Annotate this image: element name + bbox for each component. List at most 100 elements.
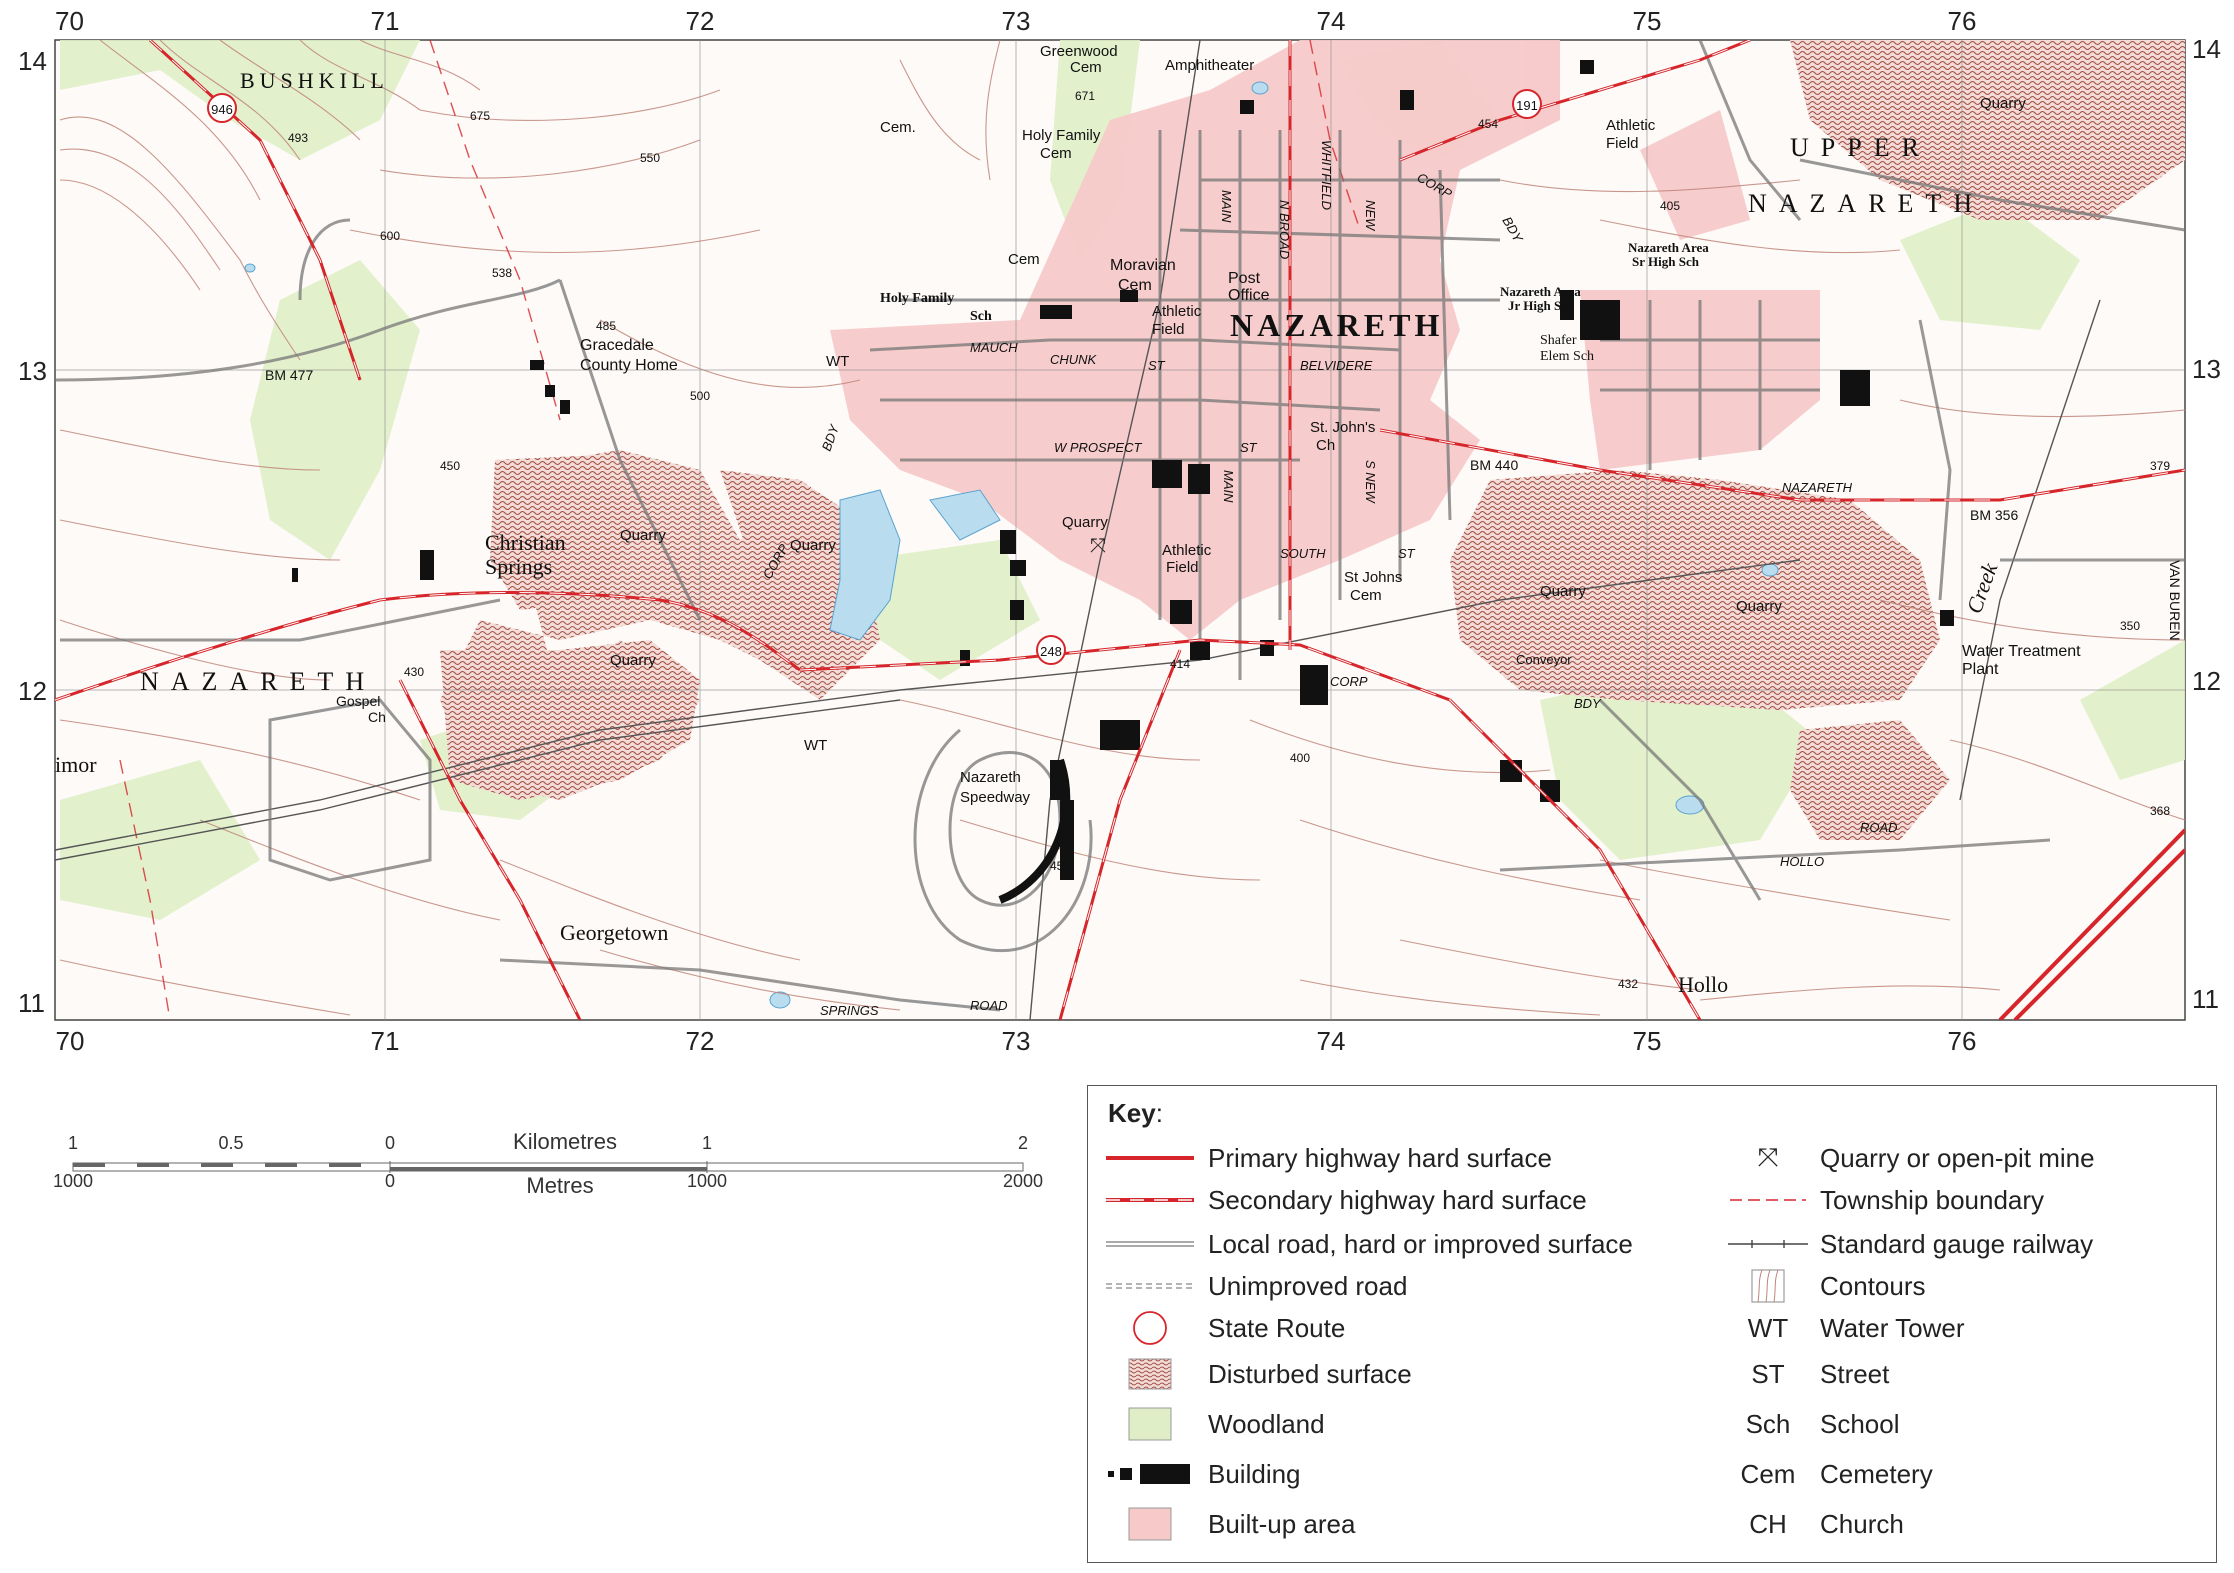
state-route-946: 946 [207, 93, 237, 123]
disturbed-surface-areas [440, 40, 2185, 840]
label-nazareth-upper: NAZARETH [1748, 189, 1984, 218]
scale-km-2: 2 [1017, 1133, 1029, 1153]
building-symbol [1104, 1454, 1196, 1494]
street-springs: SPRINGS [820, 1003, 879, 1018]
grid-lines [55, 40, 2185, 1020]
key-row-primary-highway: Primary highway hard surface [1104, 1138, 1552, 1178]
svg-text:72: 72 [686, 6, 715, 36]
map-key: Key: Primary highway hard surface Second… [1087, 1085, 2217, 1563]
local-roads [55, 40, 2185, 1012]
svg-text:70: 70 [55, 6, 84, 36]
label-quarry: Quarry [1062, 514, 1108, 531]
label-gracedale: Gracedale [580, 337, 654, 354]
primary-highway-symbol [1104, 1138, 1196, 1178]
svg-text:74: 74 [1317, 1026, 1346, 1056]
highways [55, 40, 2185, 1020]
label-athletic-1: Athletic [1152, 303, 1202, 320]
key-row-local-road: Local road, hard or improved surface [1104, 1224, 1633, 1264]
label-upper: UPPER [1790, 133, 1931, 162]
label-quarry: Quarry [620, 527, 666, 544]
street-chunk: CHUNK [1050, 352, 1098, 367]
svg-text:13: 13 [18, 356, 47, 386]
key-row-church: CH Church [1749, 1508, 1904, 1539]
state-route-248: 248 [1036, 635, 1066, 665]
label-bm-477: BM 477 [265, 367, 313, 383]
label-nazareth-town: NAZARETH [1230, 307, 1443, 343]
svg-text:550: 550 [640, 151, 660, 165]
key-row-unimproved-road: Unimproved road [1104, 1266, 1407, 1306]
township-boundary-symbol [1728, 1180, 1808, 1220]
svg-text:191: 191 [1516, 98, 1538, 113]
quarry-icon: ⤧ [1757, 1142, 1779, 1172]
svg-text:450: 450 [440, 459, 460, 473]
street-main: MAIN [1219, 190, 1234, 223]
speedway-track [998, 758, 1071, 904]
svg-text:75: 75 [1633, 1026, 1662, 1056]
label-quarry: Quarry [1540, 583, 1586, 600]
label-gospel: Gospel [336, 693, 380, 709]
scale-km-0: 0 [384, 1133, 396, 1153]
svg-text:600: 600 [380, 229, 400, 243]
key-title: Key: [1108, 1098, 1163, 1128]
state-route-symbol [1104, 1308, 1196, 1348]
street-whitfield: WHITFIELD [1319, 140, 1334, 210]
svg-text:485: 485 [596, 319, 616, 333]
key-row-secondary-highway: Secondary highway hard surface [1104, 1180, 1587, 1220]
svg-text:248: 248 [1040, 644, 1062, 659]
disturbed-surface-symbol [1104, 1354, 1196, 1394]
svg-text:538: 538 [492, 266, 512, 280]
street-main-south: MAIN [1221, 470, 1236, 503]
svg-text:75: 75 [1633, 6, 1662, 36]
street-south-st: ST [1398, 546, 1416, 561]
elevation-labels: 675 600 550 538 485 500 493 450 430 400 … [288, 89, 2170, 991]
topographic-map[interactable]: 946 191 248 ⤧ NAZARETH BUSHKILL UPPER NA… [0, 0, 2234, 1060]
state-route-markers: 946 191 248 [207, 89, 1542, 665]
street-s-new: S NEW [1363, 460, 1378, 504]
buildings [292, 60, 1954, 880]
label-jr-high-2: Jr High Sch [1508, 298, 1575, 313]
grid-numbers-left: 14 13 12 11 [18, 46, 47, 1018]
scale-m-1000-right: 1000 [686, 1171, 728, 1191]
svg-text:405: 405 [1660, 199, 1680, 213]
built-up-area-symbol [1104, 1504, 1196, 1544]
key-row-street: ST Street [1751, 1358, 1890, 1389]
label-holy-family-cem-2: Cem [1040, 145, 1072, 162]
label-athletic-2: Athletic [1162, 542, 1212, 559]
svg-text:454: 454 [1478, 117, 1498, 131]
label-st-johns-cem: St Johns [1344, 569, 1402, 586]
label-post: Post [1228, 270, 1261, 287]
key-row-woodland: Woodland [1104, 1404, 1325, 1444]
svg-text:71: 71 [371, 6, 400, 36]
key-row-quarry: ⤧ Quarry or open-pit mine [1728, 1138, 2095, 1178]
label-wt: WT [826, 353, 849, 370]
local-road-symbol [1104, 1224, 1196, 1264]
svg-text:76: 76 [1948, 1026, 1977, 1056]
svg-text:70: 70 [56, 1026, 85, 1056]
svg-text:493: 493 [288, 131, 308, 145]
label-st-johns-ch: Ch [1316, 437, 1335, 454]
svg-text:368: 368 [2150, 804, 2170, 818]
label-sr-high-1: Nazareth Area [1628, 240, 1709, 255]
township-boundaries [119, 40, 1361, 1020]
scale-title-km: Kilometres [513, 1129, 617, 1154]
label-jr-high-1: Nazareth Area [1500, 284, 1581, 299]
svg-text:73: 73 [1002, 6, 1031, 36]
svg-text:12: 12 [2192, 666, 2221, 696]
contours-symbol [1728, 1266, 1808, 1306]
svg-text:430: 430 [404, 665, 424, 679]
svg-text:350: 350 [2120, 619, 2140, 633]
svg-text:71: 71 [371, 1026, 400, 1056]
map-canvas[interactable]: 946 191 248 ⤧ NAZARETH BUSHKILL UPPER NA… [0, 0, 2234, 1060]
street-broad: N BROAD [1277, 200, 1292, 259]
label-moravian-cem: Cem [1118, 277, 1152, 294]
scale-m-2000: 2000 [1002, 1171, 1044, 1191]
key-row-built-up-area: Built-up area [1104, 1504, 1355, 1544]
key-row-disturbed-surface: Disturbed surface [1104, 1354, 1412, 1394]
label-amphitheater: Amphitheater [1165, 57, 1254, 74]
label-field-2: Field [1166, 559, 1199, 576]
label-nazareth-west: NAZARETH [140, 667, 376, 696]
svg-text:74: 74 [1317, 6, 1346, 36]
street-road: ROAD [1860, 820, 1898, 835]
label-field-3: Field [1606, 135, 1639, 152]
svg-text:14: 14 [18, 46, 47, 76]
